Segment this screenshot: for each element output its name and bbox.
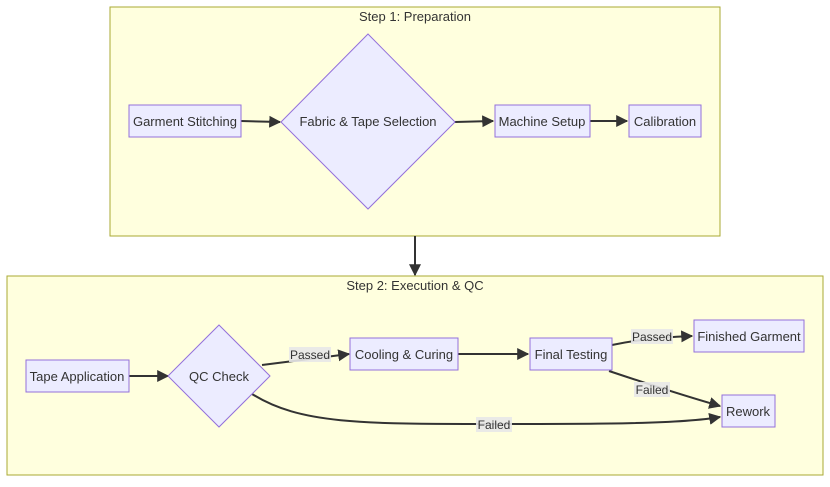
- svg-text:Fabric & Tape Selection: Fabric & Tape Selection: [299, 114, 436, 129]
- edge-label-qc-failed: Failed: [476, 417, 512, 432]
- node-cooling-curing[interactable]: Cooling & Curing: [349, 337, 459, 371]
- edge-stitching-fabric: [240, 115, 282, 128]
- svg-text:Machine Setup: Machine Setup: [499, 114, 586, 129]
- node-fabric-tape-selection[interactable]: Fabric & Tape Selection: [280, 33, 456, 210]
- svg-text:Cooling & Curing: Cooling & Curing: [355, 347, 453, 362]
- edge-label-final-passed: Passed: [631, 329, 673, 344]
- svg-text:Failed: Failed: [636, 383, 669, 397]
- svg-text:QC Check: QC Check: [189, 369, 249, 384]
- svg-text:Final Testing: Final Testing: [535, 347, 608, 362]
- svg-text:Garment Stitching: Garment Stitching: [133, 114, 237, 129]
- edge-label-qc-passed: Passed: [289, 347, 331, 362]
- node-garment-stitching[interactable]: Garment Stitching: [128, 104, 242, 138]
- node-tape-application[interactable]: Tape Application: [25, 359, 130, 393]
- svg-text:Calibration: Calibration: [634, 114, 696, 129]
- node-rework[interactable]: Rework: [721, 394, 776, 428]
- edge-label-final-failed: Failed: [634, 382, 670, 397]
- svg-text:Finished Garment: Finished Garment: [697, 329, 801, 344]
- svg-text:Passed: Passed: [632, 330, 672, 344]
- node-finished-garment[interactable]: Finished Garment: [693, 319, 805, 353]
- node-calibration[interactable]: Calibration: [628, 104, 702, 138]
- edge-fabric-machine: [454, 115, 495, 128]
- node-qc-check[interactable]: QC Check: [167, 324, 271, 428]
- node-machine-setup[interactable]: Machine Setup: [494, 104, 591, 138]
- cluster-execution-title: Step 2: Execution & QC: [346, 278, 483, 293]
- svg-text:Failed: Failed: [478, 418, 511, 432]
- svg-text:Passed: Passed: [290, 348, 330, 362]
- node-final-testing[interactable]: Final Testing: [529, 337, 613, 371]
- svg-text:Tape Application: Tape Application: [30, 369, 125, 384]
- svg-text:Rework: Rework: [726, 404, 771, 419]
- cluster-preparation-title: Step 1: Preparation: [359, 9, 471, 24]
